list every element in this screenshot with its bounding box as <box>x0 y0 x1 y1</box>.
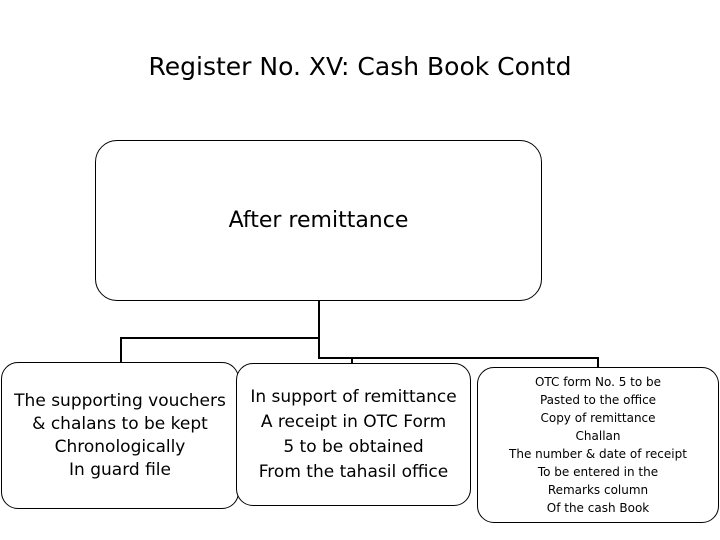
node-after-remittance[interactable]: After remittance <box>95 140 542 301</box>
node-after-remittance-label: After remittance <box>228 207 409 233</box>
node-supporting-vouchers-label: The supporting vouchers& chalans to be k… <box>14 390 226 480</box>
connector-arm-left <box>120 337 319 339</box>
connector-stub-left <box>120 337 122 364</box>
connector-stub-middle <box>351 357 353 366</box>
connector-arm-right <box>318 357 599 359</box>
connector-trunk <box>318 300 320 359</box>
connector-stub-right <box>597 357 599 369</box>
page-title: Register No. XV: Cash Book Contd <box>148 52 572 81</box>
node-supporting-vouchers[interactable]: The supporting vouchers& chalans to be k… <box>1 362 239 509</box>
